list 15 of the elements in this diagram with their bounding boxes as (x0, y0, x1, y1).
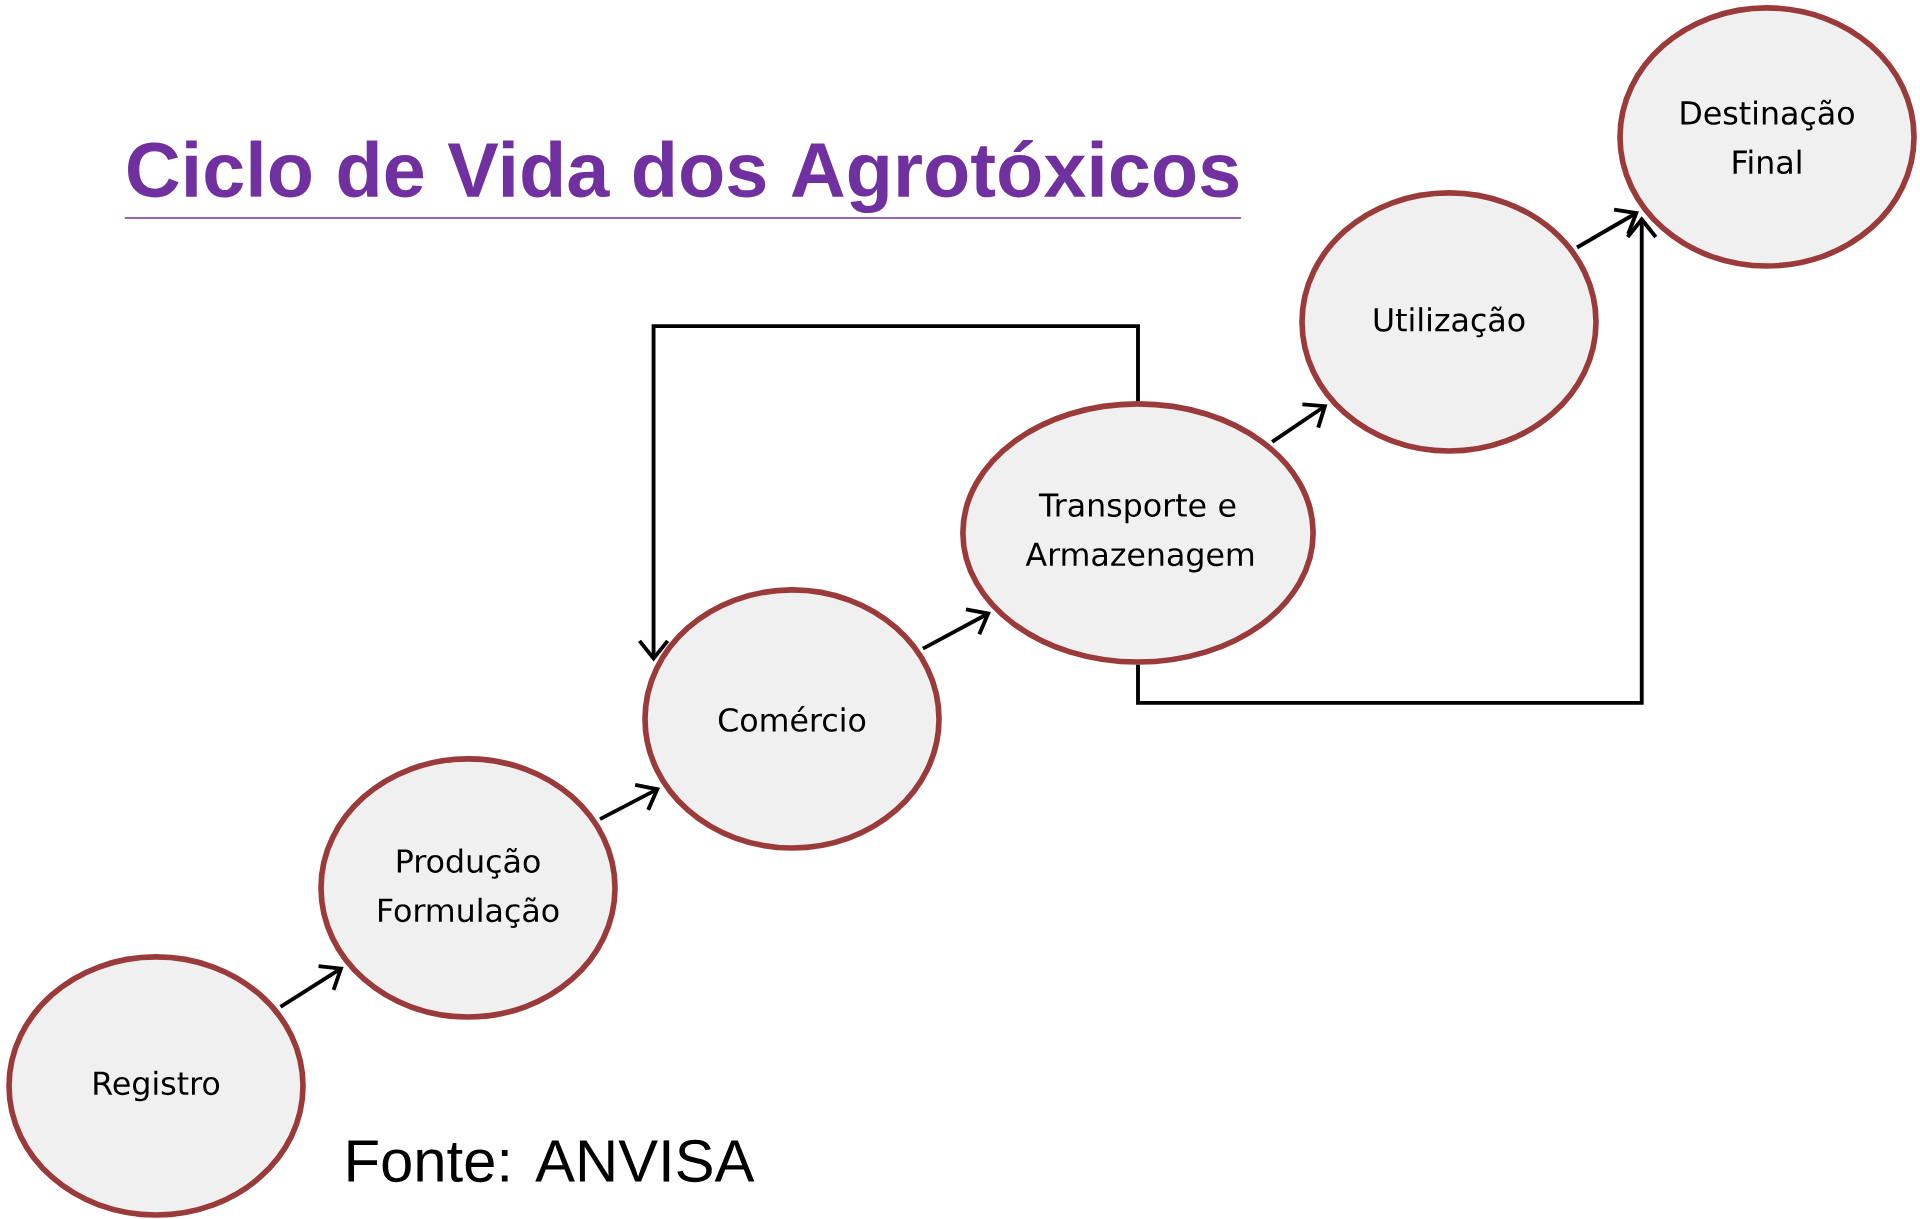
arrow (599, 783, 660, 821)
caption: Fonte: ANVISA (348, 1139, 755, 1183)
ellipse-node: Transporte e Armazenagem (960, 401, 1316, 665)
arrow (638, 324, 1140, 662)
ellipse-node: Destinação Final (1617, 5, 1917, 269)
arrow (1271, 402, 1328, 444)
arrow (1576, 207, 1639, 250)
title: Ciclo de Vida dos Agrotóxicos (124, 139, 1242, 219)
arrow (1136, 216, 1658, 705)
arrow (922, 607, 991, 651)
arrow (279, 964, 344, 1009)
ellipse-node: Comércio (642, 587, 942, 851)
ellipse-node: Utilização (1299, 190, 1599, 454)
ellipse-node: Registro (6, 954, 306, 1218)
ellipse-node: Produção Formulação (318, 756, 618, 1020)
